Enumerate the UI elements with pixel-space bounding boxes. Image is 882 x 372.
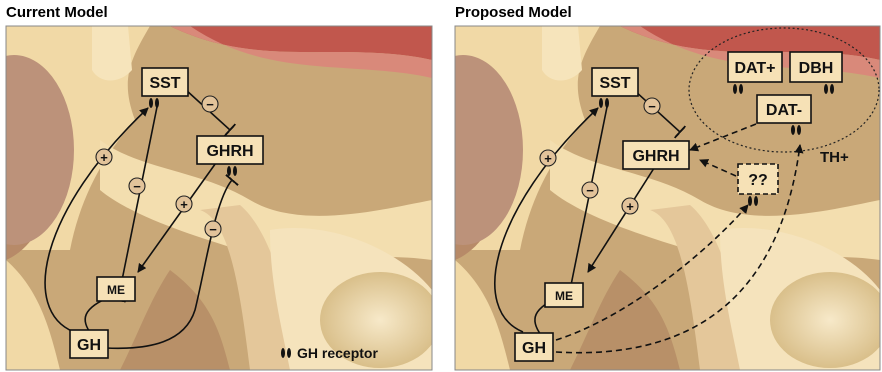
- right-node-dbh: DBH: [790, 52, 842, 82]
- svg-text:−: −: [206, 97, 214, 112]
- svg-text:DBH: DBH: [799, 60, 834, 77]
- left-node-me: ME: [97, 277, 135, 301]
- right-sign-sst-me: −: [582, 182, 598, 198]
- svg-text:ME: ME: [107, 283, 125, 297]
- left-sign-gh-sst: +: [96, 149, 112, 165]
- svg-text:−: −: [133, 179, 141, 194]
- svg-text:GHRH: GHRH: [632, 148, 679, 165]
- right-node-ghrh: GHRH: [623, 141, 689, 169]
- svg-text:−: −: [586, 183, 594, 198]
- left-sign-sst-ghrh: −: [202, 96, 218, 112]
- svg-text:??: ??: [748, 172, 768, 189]
- left-sign-ghrh-me: +: [176, 196, 192, 212]
- left-node-ghrh: GHRH: [197, 136, 263, 164]
- svg-text:−: −: [648, 99, 656, 114]
- svg-text:DAT+: DAT+: [734, 60, 775, 77]
- right-node-sst: SST: [592, 68, 638, 96]
- right-node-me: ME: [545, 283, 583, 307]
- svg-text:SST: SST: [149, 75, 180, 92]
- svg-text:SST: SST: [599, 75, 630, 92]
- right-node-gh: GH: [515, 333, 553, 361]
- right-sign-ghrh-me: +: [622, 198, 638, 214]
- left-sign-sst-me: −: [129, 178, 145, 194]
- right-node-dat-plus: DAT+: [728, 52, 782, 82]
- svg-text:GH: GH: [77, 337, 101, 354]
- svg-text:GH: GH: [522, 340, 546, 357]
- svg-text:ME: ME: [555, 289, 573, 303]
- svg-text:+: +: [100, 150, 108, 165]
- left-anatomy-background: [0, 26, 440, 370]
- svg-text:−: −: [209, 222, 217, 237]
- svg-text:+: +: [544, 151, 552, 166]
- svg-text:GHRH: GHRH: [206, 143, 253, 160]
- svg-text:+: +: [626, 199, 634, 214]
- left-node-sst: SST: [142, 68, 188, 96]
- right-sign-sst-ghrh: −: [644, 98, 660, 114]
- right-sign-gh-sst: +: [540, 150, 556, 166]
- right-node-unknown: ??: [738, 164, 778, 194]
- legend-label: GH receptor: [297, 345, 378, 361]
- left-sign-gh-ghrh: −: [205, 221, 221, 237]
- right-node-dat-minus: DAT-: [757, 95, 811, 123]
- svg-text:+: +: [180, 197, 188, 212]
- th-positive-label: TH+: [820, 149, 849, 166]
- svg-text:DAT-: DAT-: [766, 102, 802, 119]
- left-node-gh: GH: [70, 330, 108, 358]
